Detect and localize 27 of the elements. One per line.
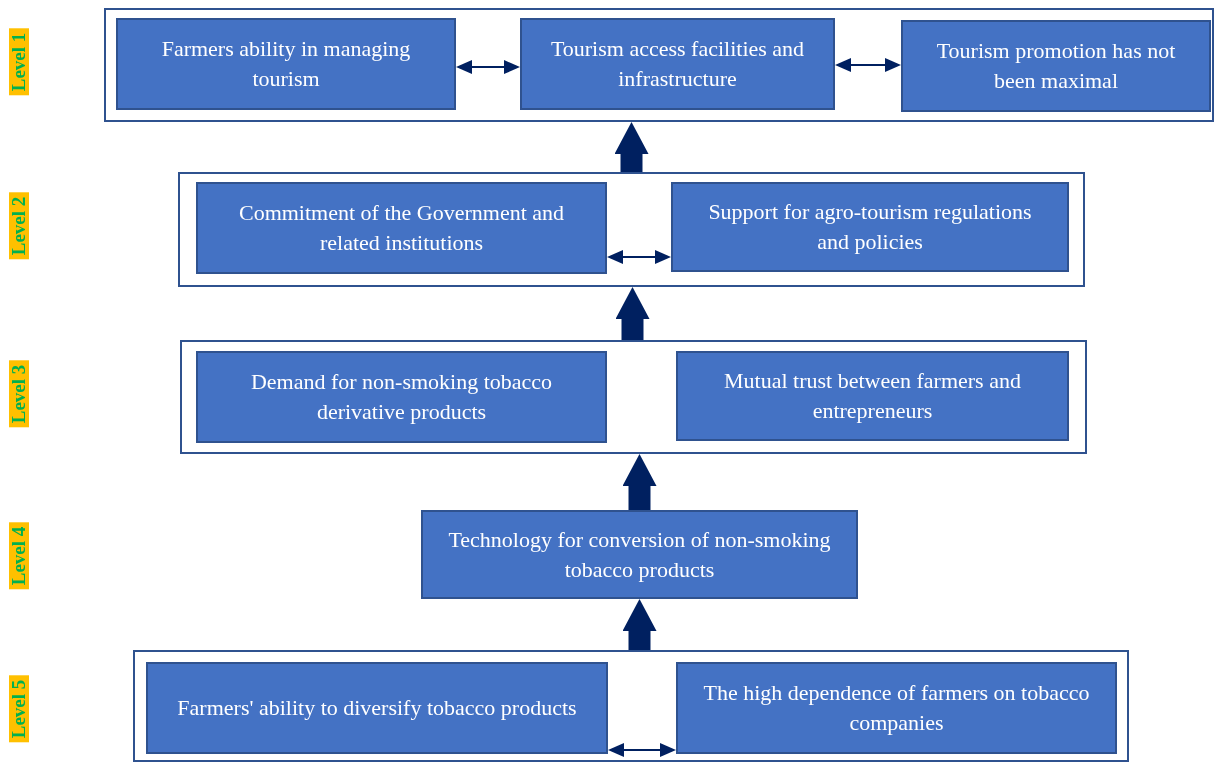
factor-box: Mutual trust between farmers and entrepreneurs	[676, 351, 1069, 441]
factor-box: Commitment of the Government and related institutions	[196, 182, 607, 274]
factor-box: Tourism access facilities and infrastructure	[520, 18, 835, 110]
block-arrow	[615, 287, 650, 340]
block-arrow	[614, 122, 649, 172]
factor-box: Technology for conversion of non-smoking tobacco products	[421, 510, 858, 599]
level-label: Level 1	[9, 28, 29, 96]
factor-box: Tourism promotion has not been maximal	[901, 20, 1211, 112]
factor-box: Farmers ability in managing tourism	[116, 18, 456, 110]
factor-box: Support for agro-tourism regulations and policies	[671, 182, 1069, 272]
level-label: Level 2	[9, 192, 29, 260]
factor-box: Demand for non-smoking tobacco derivative products	[196, 351, 607, 443]
double-arrow	[835, 58, 901, 72]
level-frame	[104, 8, 1214, 122]
level-label: Level 3	[9, 360, 29, 428]
level-frame	[180, 340, 1087, 454]
double-arrow	[607, 250, 671, 264]
level-frame	[178, 172, 1085, 287]
level-frame	[133, 650, 1129, 762]
block-arrow	[622, 599, 657, 650]
level-label: Level 4	[9, 522, 29, 590]
factor-box: Farmers' ability to diversify tobacco products	[146, 662, 608, 754]
factor-box: The high dependence of farmers on tobacco companies	[676, 662, 1117, 754]
level-label: Level 5	[9, 675, 29, 743]
double-arrow	[608, 743, 676, 757]
double-arrow	[456, 60, 520, 74]
block-arrow	[622, 454, 657, 510]
